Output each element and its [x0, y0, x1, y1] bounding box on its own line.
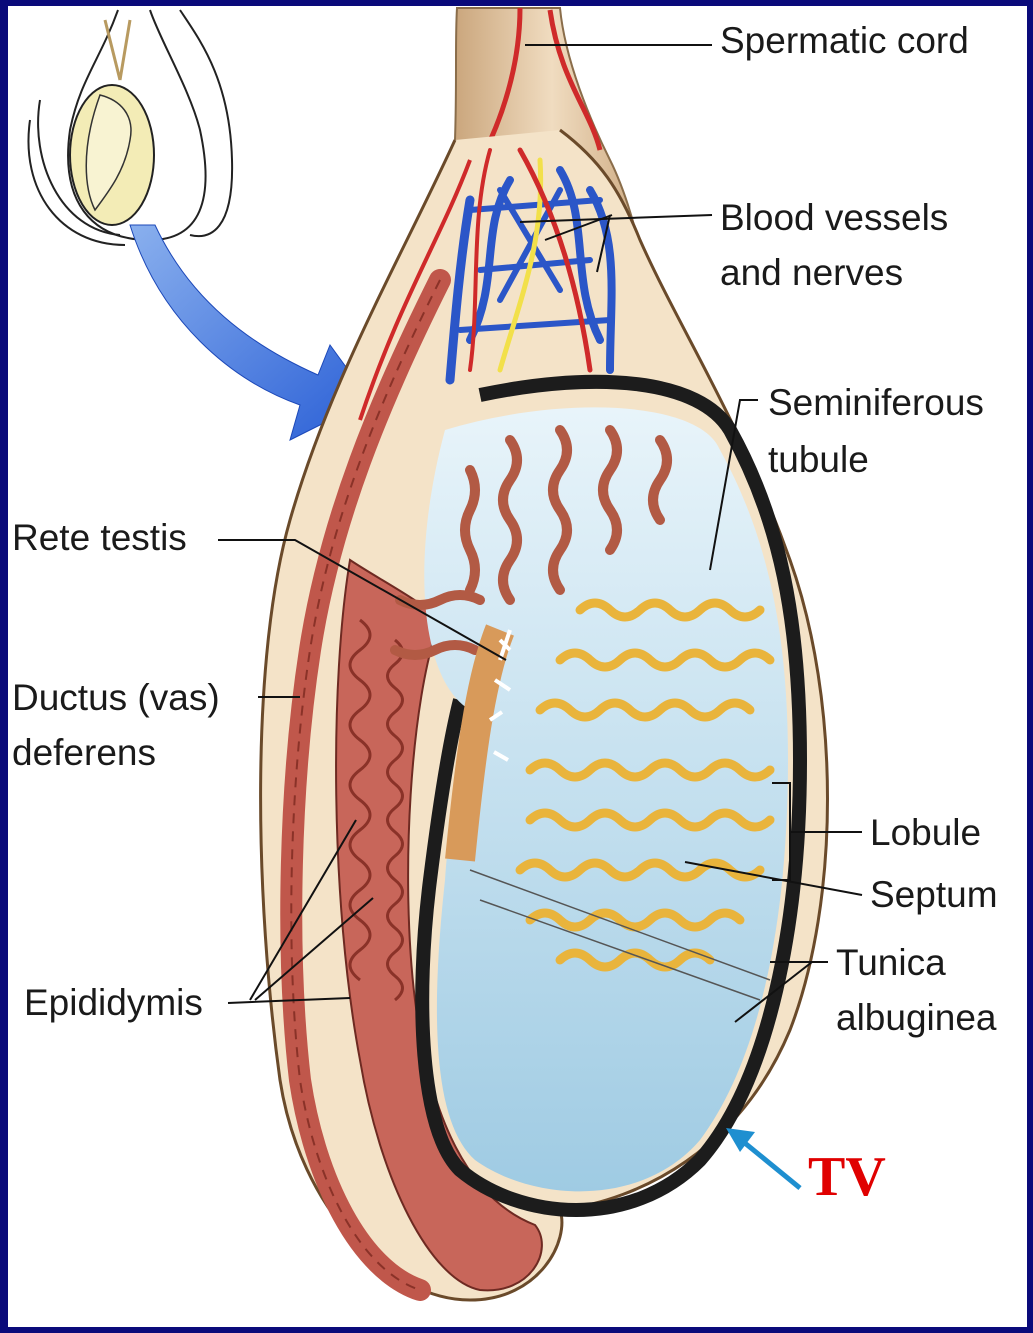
label-tv: TV — [808, 1145, 886, 1209]
label-epididymis: Epididymis — [24, 980, 203, 1025]
label-tunica: Tunica — [836, 940, 946, 985]
label-deferens: deferens — [12, 730, 156, 775]
label-tubule: tubule — [768, 437, 869, 482]
label-septum: Septum — [870, 872, 998, 917]
inset-anatomy-sketch — [28, 10, 232, 245]
label-albuginea: albuginea — [836, 995, 996, 1040]
label-and-nerves: and nerves — [720, 250, 903, 295]
label-ductus-vas: Ductus (vas) — [12, 675, 220, 720]
label-rete-testis: Rete testis — [12, 515, 187, 560]
label-lobule: Lobule — [870, 810, 981, 855]
label-blood-vessels: Blood vessels — [720, 195, 948, 240]
label-spermatic-cord: Spermatic cord — [720, 18, 969, 63]
label-seminiferous: Seminiferous — [768, 380, 984, 425]
tv-arrow — [726, 1128, 800, 1188]
